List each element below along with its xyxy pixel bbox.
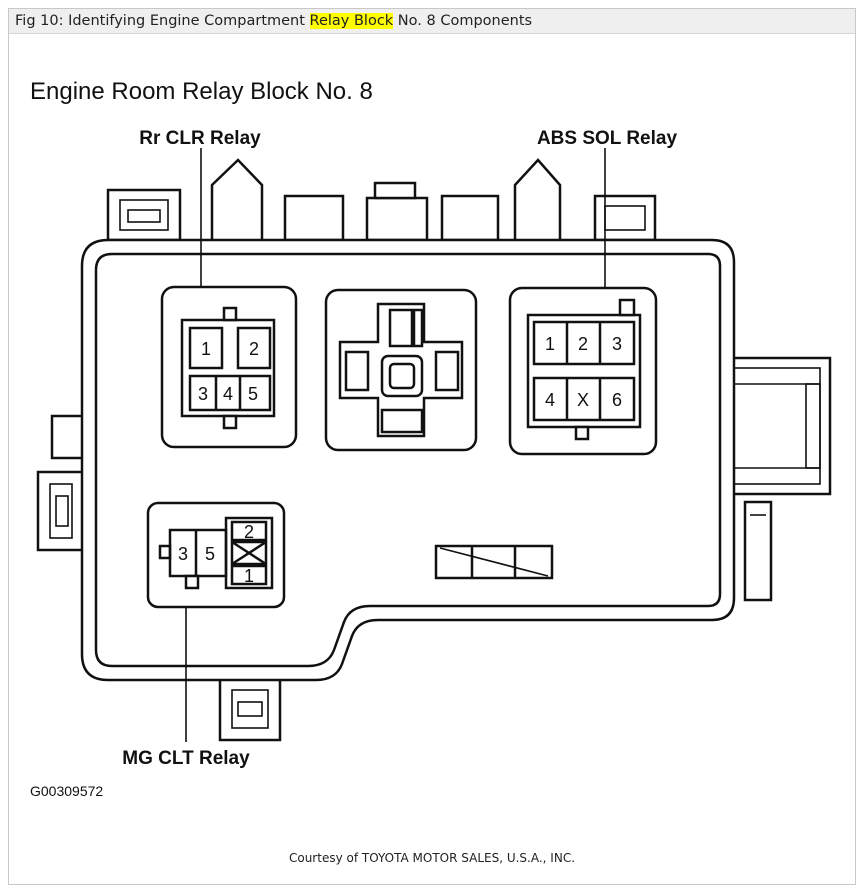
figure-caption: Fig 10: Identifying Engine Compartment R… [15,13,532,29]
rr-clr-pin-2: 2 [249,339,259,359]
rr-clr-pin-1: 1 [201,339,211,359]
diagram-title: Engine Room Relay Block No. 8 [30,78,373,105]
figure-code: G00309572 [30,783,103,799]
marked-cell [434,544,554,580]
housing-inner [94,252,722,668]
caption-bar: Fig 10: Identifying Engine Compartment R… [9,9,855,34]
center-cross-socket [324,288,478,452]
abs-sol-relay-socket: 1 2 3 4 X 6 [508,286,658,456]
abs-sol-pin-x: X [577,390,589,410]
rr-clr-pin-5: 5 [248,384,258,404]
abs-sol-pin-6: 6 [612,390,622,410]
mg-clt-relay-socket: 3 5 2 1 [146,501,286,609]
mg-clt-pin-3: 3 [178,544,188,564]
abs-sol-pin-4: 4 [545,390,555,410]
caption-prefix: Fig 10: Identifying Engine Compartment [15,13,310,29]
abs-sol-pin-1: 1 [545,334,555,354]
rr-clr-pin-4: 4 [223,384,233,404]
right-side-connector [730,356,832,602]
mg-clt-relay-label: MG CLT Relay [122,748,250,769]
mg-clt-pin-5: 5 [205,544,215,564]
rr-clr-pin-3: 3 [198,384,208,404]
rr-clr-relay-socket: 1 2 3 4 5 [160,285,298,449]
housing-outer [80,238,736,682]
caption-suffix: No. 8 Components [393,13,533,29]
caption-highlight: Relay Block [309,13,394,29]
mg-clt-pin-1: 1 [244,566,254,586]
courtesy-text: Courtesy of TOYOTA MOTOR SALES, U.S.A., … [289,851,575,865]
abs-sol-relay-label: ABS SOL Relay [537,128,678,149]
mg-clt-pin-2: 2 [244,522,254,542]
bottom-tab [218,676,282,742]
top-connectors [106,158,657,242]
rr-clr-relay-label: Rr CLR Relay [139,128,261,149]
left-side-tabs [36,414,86,552]
abs-sol-pin-3: 3 [612,334,622,354]
abs-sol-pin-2: 2 [578,334,588,354]
